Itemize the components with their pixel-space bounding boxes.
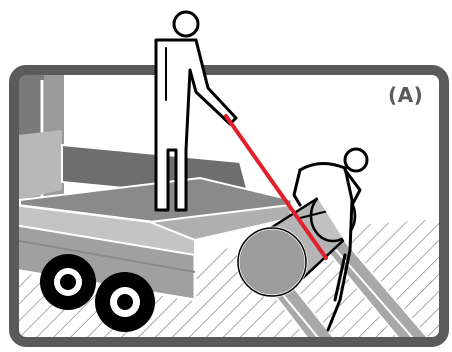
rope-icon (224, 114, 328, 260)
wheel-icon (95, 272, 155, 332)
truck-cab (14, 70, 64, 200)
worker-bending-icon (292, 147, 369, 332)
panel-label: (A) (388, 83, 424, 107)
worker-standing-icon (154, 10, 238, 212)
wheel-icon (40, 254, 96, 310)
panel-frame (9, 65, 449, 347)
